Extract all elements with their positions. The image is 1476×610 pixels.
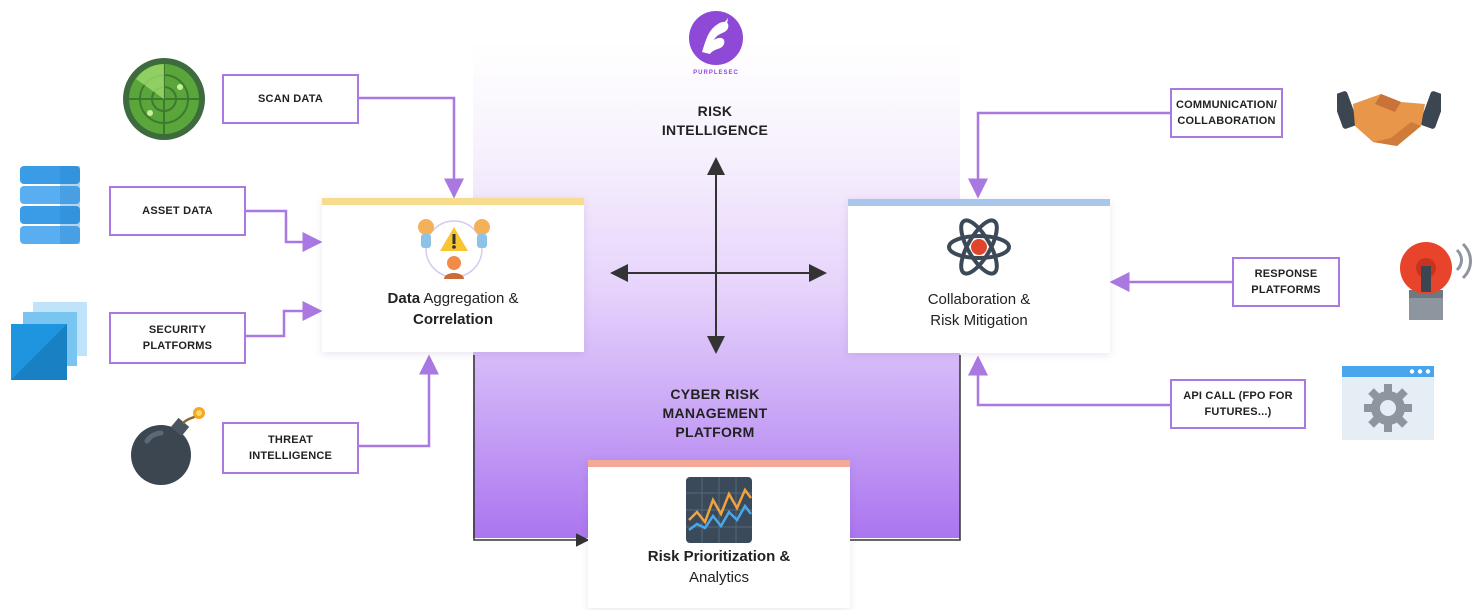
security-platforms-line2: PLATFORMS	[142, 340, 213, 352]
collaboration-card-title: Collaboration &	[927, 291, 1031, 308]
response-platforms-line1: RESPONSE	[1254, 268, 1318, 280]
platform-label-line1: CYBER RISK	[670, 386, 760, 402]
database-icon	[20, 166, 80, 244]
communication-line2: COLLABORATION	[1177, 115, 1276, 127]
aggregation-card-bar	[322, 198, 584, 205]
prioritization-card-title-line2: Analytics	[688, 569, 750, 586]
aggregation-title-bold: Data	[387, 290, 421, 307]
collaboration-card: Collaboration & Risk Mitigation	[848, 199, 1110, 353]
purplesec-logo-icon	[689, 11, 743, 65]
aggregation-title-rest: Aggregation &	[420, 290, 519, 307]
api-call-box: API CALL (FPO FOR FUTURES...)	[1170, 379, 1306, 429]
prioritization-card-title: Risk Prioritization &	[647, 548, 791, 565]
asset-data-connector	[246, 209, 323, 252]
chart-icon	[686, 477, 752, 543]
bomb-icon	[131, 407, 205, 485]
platform-label: CYBER RISK MANAGEMENT PLATFORM	[625, 385, 805, 442]
asset-data-label: ASSET DATA	[142, 205, 213, 217]
layers-icon	[11, 302, 87, 380]
threat-intelligence-line2: INTELLIGENCE	[248, 450, 333, 462]
response-platforms-line2: PLATFORMS	[1251, 284, 1321, 296]
api-call-line1: API CALL (FPO FOR	[1183, 390, 1293, 402]
aggregation-card-title: Data Aggregation &	[322, 288, 584, 309]
left-loop-line	[473, 355, 590, 547]
api-call-line2: FUTURES...)	[1204, 406, 1272, 418]
scan-data-connector	[359, 96, 464, 199]
radar-icon	[123, 58, 205, 140]
risk-prioritization-card: Risk Prioritization & Analytics	[588, 460, 850, 608]
people-warning-icon	[418, 219, 490, 279]
right-loop-line	[850, 355, 961, 541]
risk-intelligence-label: RISK INTELLIGENCE	[640, 102, 790, 140]
purplesec-logo-text: PURPLESEC	[693, 70, 739, 76]
security-platforms-line1: SECURITY	[148, 324, 207, 336]
communication-connector	[968, 111, 1170, 199]
threat-intelligence-box: THREAT INTELLIGENCE	[222, 422, 359, 474]
api-call-connector	[968, 355, 1170, 407]
purplesec-logo: PURPLESEC	[684, 10, 748, 76]
communication-box: COMMUNICATION/ COLLABORATION	[1170, 88, 1283, 138]
asset-data-box: ASSET DATA	[109, 186, 246, 236]
threat-intelligence-connector	[359, 354, 439, 448]
collaboration-card-bar	[848, 199, 1110, 206]
prioritization-card-bar	[588, 460, 850, 467]
scan-data-box: SCAN DATA	[222, 74, 359, 124]
handshake-icon	[1337, 91, 1441, 146]
data-aggregation-card: Data Aggregation & Correlation	[322, 198, 584, 352]
scan-data-label: SCAN DATA	[258, 93, 323, 105]
response-platforms-box: RESPONSE PLATFORMS	[1232, 257, 1340, 307]
aggregation-card-title-line2: Correlation	[412, 311, 493, 328]
risk-intelligence-line1: RISK	[697, 103, 733, 119]
risk-intelligence-line2: INTELLIGENCE	[661, 122, 769, 138]
communication-line1: COMMUNICATION/	[1176, 99, 1277, 111]
security-platforms-connector	[246, 301, 323, 338]
atom-icon	[947, 218, 1011, 276]
alarm-bell-icon	[1400, 242, 1472, 320]
platform-label-line2: MANAGEMENT	[662, 405, 768, 421]
security-platforms-box: SECURITY PLATFORMS	[109, 312, 246, 364]
gear-window-icon	[1342, 366, 1434, 440]
threat-intelligence-line1: THREAT	[268, 434, 313, 446]
collaboration-card-title-line2: Risk Mitigation	[930, 312, 1028, 329]
platform-label-line3: PLATFORM	[675, 424, 755, 440]
